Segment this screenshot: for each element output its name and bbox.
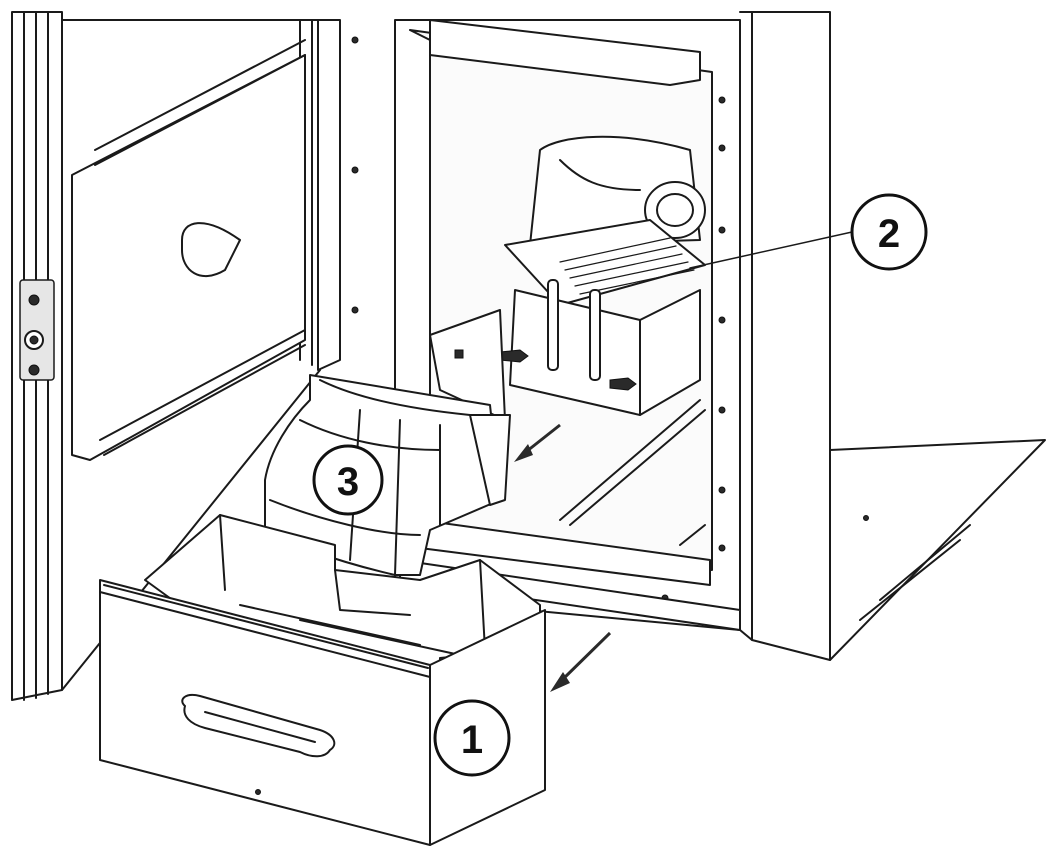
top-baffle xyxy=(429,19,701,86)
stove-side-panel xyxy=(751,11,1046,661)
ash-drawer xyxy=(99,514,546,846)
callout-1-label: 1 xyxy=(461,718,483,762)
callout-1: 1 xyxy=(433,699,511,777)
door-hinge-frame xyxy=(11,11,63,701)
hinge-latch xyxy=(19,279,55,381)
callout-3-label: 3 xyxy=(337,460,359,504)
open-door xyxy=(61,19,341,691)
callout-2: 2 xyxy=(850,193,928,271)
burn-pot xyxy=(429,135,706,421)
callout-2-leader xyxy=(689,231,853,269)
door-air-inlet xyxy=(181,222,241,277)
pull-arrows xyxy=(514,423,612,692)
drawer-pull-arrow xyxy=(558,631,612,684)
callout-3: 3 xyxy=(312,444,384,516)
callout-2-label: 2 xyxy=(878,212,900,256)
